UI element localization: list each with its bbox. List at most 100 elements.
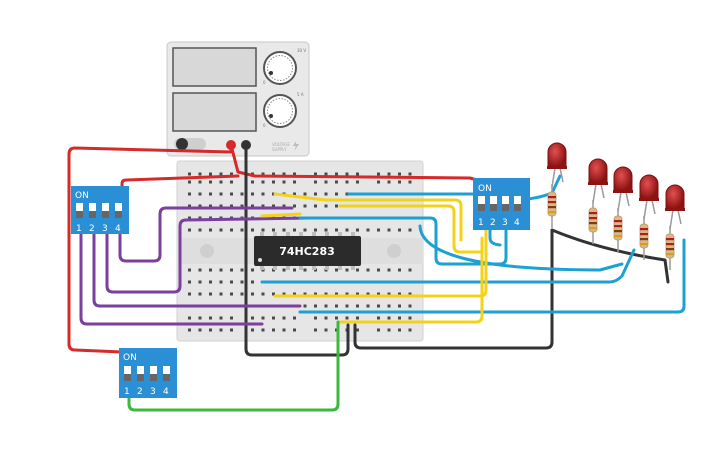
- ic-chip[interactable]: 74HC283: [254, 232, 361, 270]
- wire-green: [127, 320, 340, 412]
- led-4[interactable]: [639, 174, 659, 220]
- led-leg: [551, 167, 556, 188]
- dip-switch-left[interactable]: ON 1 2 3 4: [71, 186, 129, 234]
- breadboard-hole: [240, 280, 244, 284]
- mount-hole-right: [387, 244, 401, 258]
- breadboard-hole: [282, 268, 286, 272]
- breadboard-hole: [219, 204, 223, 208]
- breadboard-hole: [188, 268, 191, 272]
- breadboard-hole: [261, 192, 265, 196]
- breadboard-hole: [303, 228, 307, 232]
- led-2[interactable]: [588, 158, 608, 204]
- breadboard-hole: [314, 304, 317, 308]
- breadboard-hole: [345, 316, 349, 320]
- breadboard-hole: [230, 228, 233, 232]
- breadboard-hole: [209, 280, 212, 284]
- breadboard-hole: [377, 328, 380, 332]
- breadboard-hole: [345, 292, 349, 296]
- breadboard-hole: [324, 292, 328, 296]
- wire-blue-3: [260, 248, 636, 284]
- voltage-knob[interactable]: [263, 51, 297, 85]
- breadboard-hole: [198, 316, 202, 320]
- dip-right-on-label: ON: [478, 184, 492, 194]
- breadboard-hole: [345, 172, 349, 176]
- resistor-5[interactable]: [665, 226, 675, 270]
- breadboard-hole: [398, 316, 401, 320]
- resistor-band: [640, 238, 648, 241]
- ic-pins: [260, 232, 355, 270]
- dip-right-pin3: 3: [502, 218, 508, 228]
- dip-left-toggles[interactable]: [76, 203, 122, 218]
- dip-right-toggles[interactable]: [478, 196, 521, 211]
- breadboard-hole: [335, 192, 338, 196]
- dip-left-on-label: ON: [75, 191, 89, 201]
- breadboard-hole: [230, 268, 233, 272]
- breadboard-hole: [408, 292, 412, 296]
- dip-left-pin4: 4: [115, 224, 121, 234]
- breadboard-hole: [335, 228, 338, 232]
- breadboard-hole: [272, 204, 275, 208]
- breadboard-hole: [356, 180, 359, 184]
- dip-bottom-pin2: 2: [137, 387, 143, 397]
- breadboard-hole: [293, 180, 296, 184]
- breadboard-hole: [314, 292, 317, 296]
- wire-red-dip: [120, 174, 240, 190]
- breadboard-hole: [251, 292, 254, 296]
- breadboard-hole: [240, 204, 244, 208]
- breadboard-hole: [230, 328, 233, 332]
- breadboard-hole: [303, 192, 307, 196]
- breadboard-hole: [282, 180, 286, 184]
- resistor-4[interactable]: [639, 216, 649, 260]
- breadboard-hole: [293, 204, 296, 208]
- breadboard-hole: [356, 292, 359, 296]
- power-supply[interactable]: 30 V 0 5 A 0 VOLTAGE SUPPLY: [166, 41, 310, 157]
- led-1[interactable]: [547, 142, 567, 188]
- led-3[interactable]: [613, 166, 633, 212]
- wire-blue-2: [298, 216, 508, 266]
- breadboard-hole: [198, 192, 202, 196]
- resistor-band: [666, 253, 674, 256]
- resistor-2[interactable]: [588, 200, 598, 244]
- breadboard-hole: [261, 228, 265, 232]
- breadboard-hole: [209, 292, 212, 296]
- resistor-band: [614, 230, 622, 233]
- resistor-1[interactable]: [547, 184, 557, 228]
- dip-switch-bottom[interactable]: ON 1 2 3 4: [119, 348, 177, 398]
- breadboard-hole: [230, 316, 233, 320]
- current-knob[interactable]: [263, 94, 297, 128]
- wire-purple-4: [79, 226, 264, 326]
- breadboard-hole: [219, 292, 223, 296]
- breadboard-hole: [240, 228, 244, 232]
- dip-switch-right[interactable]: ON 1 2 3 4: [473, 178, 530, 230]
- breadboard-hole: [272, 316, 275, 320]
- wire-purple-1: [118, 206, 294, 263]
- dip-right-pin4: 4: [514, 218, 520, 228]
- breadboard-hole: [272, 180, 275, 184]
- led-leg: [669, 209, 674, 230]
- led-5[interactable]: [665, 184, 685, 230]
- breadboard-hole: [303, 268, 307, 272]
- breadboard-hole: [261, 316, 265, 320]
- breadboard-hole: [293, 228, 296, 232]
- resistor-3[interactable]: [613, 208, 623, 252]
- breadboard-hole: [251, 204, 254, 208]
- breadboard-hole: [387, 228, 391, 232]
- breadboard-hole: [209, 216, 212, 220]
- resistor-band: [589, 212, 597, 215]
- breadboard-hole: [303, 292, 307, 296]
- led-leg: [559, 167, 564, 183]
- breadboard-hole: [240, 268, 244, 272]
- resistor-band: [666, 243, 674, 246]
- dip-bottom-toggles[interactable]: [124, 366, 170, 381]
- resistor-band: [640, 233, 648, 236]
- breadboard-hole: [293, 292, 296, 296]
- breadboard-hole: [209, 268, 212, 272]
- breadboard-hole: [209, 172, 212, 176]
- breadboard-hole: [408, 180, 412, 184]
- led-body: [613, 166, 633, 193]
- resistor-band: [640, 228, 648, 231]
- breadboard-hole: [408, 228, 412, 232]
- breadboard-hole: [198, 228, 202, 232]
- breadboard-hole: [272, 228, 275, 232]
